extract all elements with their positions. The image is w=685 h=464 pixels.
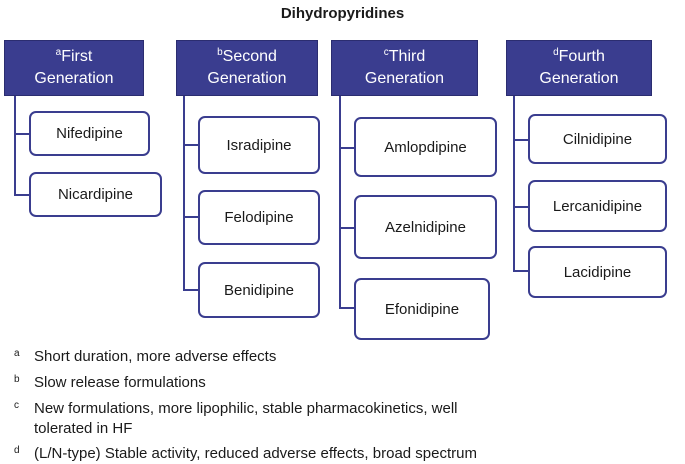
footnote-marker: c (383, 47, 389, 58)
drug-box-cilnidipine: Cilnidipine (528, 114, 667, 164)
connector-horizontal (513, 139, 528, 141)
drug-box-amlopdipine: Amlopdipine (354, 117, 497, 177)
header-line1: First (61, 48, 93, 65)
diagram-title: Dihydropyridines (280, 5, 405, 22)
connector-vertical (339, 96, 341, 308)
header-fourth-generation: dFourth Generation (506, 40, 652, 96)
connector-vertical (513, 96, 515, 271)
footnote-marker: d (14, 445, 20, 456)
drug-box-nicardipine: Nicardipine (29, 172, 162, 217)
header-line2: Generation (34, 70, 114, 87)
footnote-marker: b (217, 47, 223, 58)
connector-horizontal (14, 133, 29, 135)
drug-box-nifedipine: Nifedipine (29, 111, 150, 156)
header-line1: Fourth (558, 48, 605, 65)
footnote-text: New formulations, more lipophilic, stabl… (34, 400, 458, 417)
header-line1: Third (388, 48, 426, 65)
drug-label: Lacidipine (563, 263, 632, 281)
footnote-text: Slow release formulations (34, 374, 206, 391)
header-line2: Generation (364, 70, 445, 87)
drug-box-felodipine: Felodipine (198, 190, 320, 245)
connector-horizontal (513, 206, 528, 208)
connector-vertical (183, 96, 185, 290)
header-line2: Generation (207, 70, 287, 87)
drug-box-lercanidipine: Lercanidipine (528, 180, 667, 232)
footnote-marker: a (14, 348, 20, 359)
footnote-text: (L/N-type) Stable activity, reduced adve… (34, 445, 477, 462)
footnote-text-continued: tolerated in HF (34, 420, 133, 437)
connector-horizontal (183, 289, 198, 291)
connector-horizontal (339, 147, 354, 149)
drug-label: Efonidipine (384, 300, 460, 318)
footnote-marker: d (553, 47, 559, 58)
footnote-marker: c (14, 400, 19, 411)
drug-box-azelnidipine: Azelnidipine (354, 195, 497, 259)
connector-horizontal (339, 307, 354, 309)
drug-box-lacidipine: Lacidipine (528, 246, 667, 298)
connector-horizontal (513, 270, 528, 272)
footnote-marker: b (14, 374, 20, 385)
drug-label: Nifedipine (56, 125, 123, 142)
drug-box-efonidipine: Efonidipine (354, 278, 490, 340)
footnote-text: Short duration, more adverse effects (34, 348, 277, 365)
drug-label: Nicardipine (57, 186, 134, 203)
connector-horizontal (339, 227, 354, 229)
connector-vertical (14, 96, 16, 195)
connector-horizontal (14, 194, 29, 196)
connector-horizontal (183, 144, 198, 146)
drug-label: Cilnidipine (562, 130, 633, 148)
drug-label: Isradipine (226, 136, 292, 154)
connector-horizontal (183, 216, 198, 218)
header-second-generation: bSecond Generation (176, 40, 318, 96)
header-line2: Generation (539, 70, 619, 87)
footnote-marker: a (55, 47, 62, 58)
drug-label: Felodipine (224, 209, 294, 226)
drug-label: Amlopdipine (384, 138, 467, 156)
header-third-generation: cThird Generation (331, 40, 478, 96)
drug-box-isradipine: Isradipine (198, 116, 320, 174)
drug-label: Benidipine (223, 281, 295, 299)
drug-label: Azelnidipine (385, 218, 466, 236)
drug-box-benidipine: Benidipine (198, 262, 320, 318)
header-first-generation: aFirst Generation (4, 40, 144, 96)
header-line1: Second (222, 48, 277, 65)
drug-label: Lercanidipine (552, 197, 643, 215)
